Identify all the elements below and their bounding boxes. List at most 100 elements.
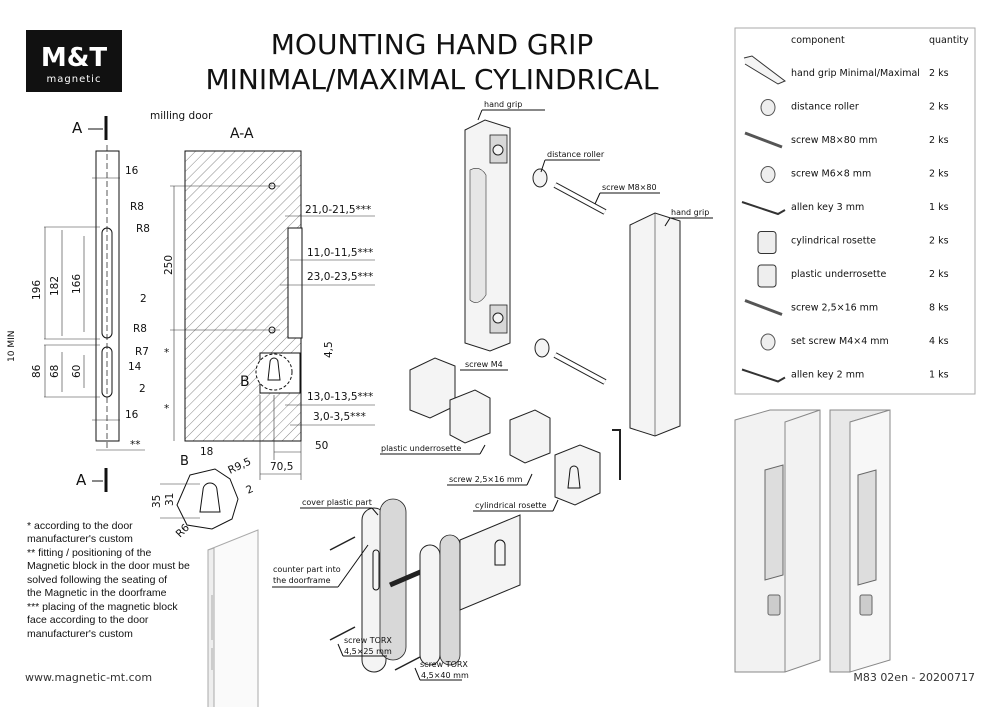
callout-counter-part: counter part into xyxy=(273,565,341,574)
callout-hand-grip-2: hand grip xyxy=(671,208,709,217)
component-name: screw M8×80 mm xyxy=(791,135,877,146)
dim-label: ** xyxy=(130,439,141,451)
note-line: * according to the door xyxy=(27,520,133,532)
component-quantity: 2 ks xyxy=(929,269,949,280)
dim-label: 11,0-11,5*** xyxy=(307,247,373,259)
table-row: allen key 2 mm 1 ks xyxy=(741,368,949,383)
component-quantity: 1 ks xyxy=(929,370,949,381)
door-isometric xyxy=(207,529,259,707)
component-quantity: 2 ks xyxy=(929,102,949,113)
set-screw-icon xyxy=(760,333,776,351)
table-row: screw M6×8 mm 2 ks xyxy=(760,166,949,183)
note-line: manufacturer's custom xyxy=(27,628,133,640)
table-row: cylindrical rosette 2 ks xyxy=(757,231,949,254)
dim-label: R8 xyxy=(133,323,147,335)
dim-label: 2 xyxy=(139,383,146,395)
callout-screw-torx-25: screw TORX xyxy=(344,636,392,645)
dim-label: 50 xyxy=(315,440,328,452)
dim-label: 16 xyxy=(125,409,139,421)
component-name: screw M6×8 mm xyxy=(791,169,871,180)
table-row: screw M8×80 mm 2 ks xyxy=(744,131,949,149)
callout-cylindrical-rosette: cylindrical rosette xyxy=(475,501,547,510)
dim-label: * xyxy=(164,347,169,359)
website-link[interactable]: www.magnetic-mt.com xyxy=(25,671,152,684)
callout-screw-2-5x16: screw 2,5×16 mm xyxy=(449,475,523,484)
dim-label: 70,5 xyxy=(270,461,293,473)
dim-label: 250 xyxy=(163,255,175,275)
component-name: plastic underrosette xyxy=(791,269,886,280)
component-quantity: 2 ks xyxy=(929,135,949,146)
component-name: allen key 2 mm xyxy=(791,370,864,381)
component-name: set screw M4×4 mm xyxy=(791,336,889,347)
wood-screw-icon xyxy=(744,299,783,316)
table-row: set screw M4×4 mm 4 ks xyxy=(760,333,949,351)
component-quantity: 8 ks xyxy=(929,303,949,314)
note-line: face according to the door xyxy=(27,614,149,626)
logo-sub: magnetic xyxy=(47,74,102,85)
component-name: cylindrical rosette xyxy=(791,236,876,247)
callout-screw-torx-40: screw TORX xyxy=(420,660,468,669)
document-code: M83 02en - 20200717 xyxy=(853,671,975,684)
dim-label: 166 xyxy=(71,274,83,294)
table-row: screw 2,5×16 mm 8 ks xyxy=(744,299,949,316)
note-line: manufacturer's custom xyxy=(27,533,133,545)
distance-roller-icon xyxy=(760,99,776,116)
component-quantity: 2 ks xyxy=(929,169,949,180)
dim-label: 2 xyxy=(140,293,147,305)
detail-b: B 18 R9,5 2 35 31 R6 xyxy=(151,446,255,540)
dim-label: R7 xyxy=(135,346,149,358)
exploded-assembly: hand grip distance roller screw M8×80 ha… xyxy=(380,100,713,512)
note-line: the Magnetic in the doorframe xyxy=(27,587,167,599)
callout-distance-roller: distance roller xyxy=(547,150,605,159)
table-header-quantity: quantity xyxy=(929,35,969,46)
component-name: hand grip Minimal/Maximal xyxy=(791,68,920,79)
allen-key-icon xyxy=(741,201,786,216)
note-line: Magnetic block in the door must be xyxy=(27,560,190,572)
dim-label: R6 xyxy=(174,522,193,541)
section-title: A-A xyxy=(230,126,254,142)
component-name: distance roller xyxy=(791,102,859,113)
dim-label: * xyxy=(164,403,169,415)
table-row: plastic underrosette 2 ks xyxy=(757,264,949,288)
screw-short-icon xyxy=(760,166,776,183)
components-table: component quantity hand grip Minimal/Max… xyxy=(734,27,976,395)
table-row: distance roller 2 ks xyxy=(760,99,949,116)
allen-key-icon xyxy=(741,368,786,383)
dim-label: 35 xyxy=(151,495,163,508)
milling-door-label: milling door xyxy=(150,110,213,122)
dim-label: 18 xyxy=(200,446,213,458)
component-quantity: 2 ks xyxy=(929,236,949,247)
dim-label: 86 xyxy=(31,364,43,378)
section-marker-top: A xyxy=(72,119,83,137)
component-quantity: 4 ks xyxy=(929,336,949,347)
hand-grip-icon xyxy=(743,55,786,85)
dim-label: 196 xyxy=(31,280,43,300)
logo-brand: M&T xyxy=(41,43,108,73)
door-edge-view: A A 16 R8 R8 196 182 166 2 R8 R7 14 2 16… xyxy=(7,116,150,492)
component-name: screw 2,5×16 mm xyxy=(791,303,878,314)
note-line: ** fitting / positioning of the xyxy=(27,547,151,559)
callout-screw-m8: screw M8×80 xyxy=(602,183,657,192)
callout-screw-torx-40-size: 4,5×40 mm xyxy=(421,671,469,680)
dim-label: 4,5 xyxy=(323,341,335,358)
detail-b-title: B xyxy=(180,454,189,469)
callout-screw-m4: screw M4 xyxy=(465,360,503,369)
callout-screw-torx-25-size: 4,5×25 mm xyxy=(344,647,392,656)
magnetic-lock-assembly: cover plastic part counter part into the… xyxy=(272,498,521,681)
plastic-underrosette-icon xyxy=(757,264,777,288)
note-line: *** placing of the magnetic block xyxy=(27,601,178,613)
dim-label: R8 xyxy=(130,201,144,213)
component-quantity: 1 ks xyxy=(929,202,949,213)
callout-counter-part-2: the doorframe xyxy=(273,576,331,585)
door-rendering xyxy=(734,409,891,673)
dim-label: 182 xyxy=(49,276,61,296)
dim-label: R8 xyxy=(136,223,150,235)
section-a-a: milling door A-A 21,0-21,5*** 11,0-11,5*… xyxy=(150,110,375,480)
cylindrical-rosette-icon xyxy=(757,231,777,254)
dim-label: R9,5 xyxy=(226,456,253,477)
title-line-2: MINIMAL/MAXIMAL CYLINDRICAL xyxy=(205,63,658,96)
dim-label: 16 xyxy=(125,165,139,177)
